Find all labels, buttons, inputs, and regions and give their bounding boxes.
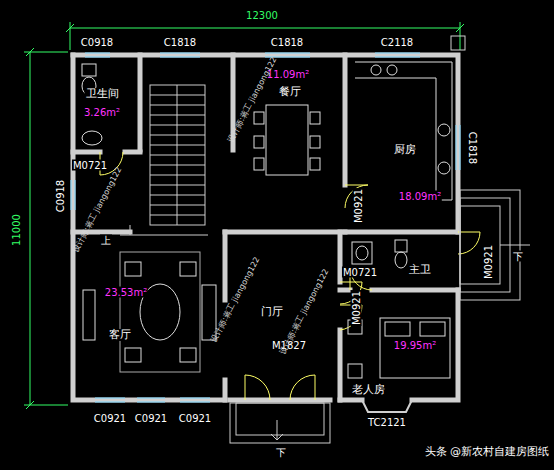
room-name: 主卫 bbox=[408, 264, 432, 276]
furniture bbox=[82, 62, 452, 378]
window-code: C1818 bbox=[163, 37, 197, 48]
room-name: 客厅 bbox=[108, 329, 132, 341]
door-code: M0721 bbox=[342, 267, 378, 278]
walls bbox=[73, 55, 458, 400]
room: 卫生间 3.26m² bbox=[76, 60, 140, 150]
room: 11.09m²餐厅 bbox=[236, 60, 344, 230]
window-code: TC2121 bbox=[367, 417, 407, 428]
room: 主卫 bbox=[343, 235, 456, 288]
room: 厨房 18.09m² bbox=[348, 60, 456, 230]
windows bbox=[71, 53, 460, 402]
door-code: M0921 bbox=[353, 188, 364, 224]
window-code: C0918 bbox=[80, 37, 114, 48]
room-name: 厨房 bbox=[393, 144, 417, 156]
window-code: C1818 bbox=[467, 131, 478, 165]
watermark: 设计师:蒋工 jiangong122 bbox=[209, 255, 262, 345]
room: 门厅 bbox=[228, 236, 338, 398]
window-code: C0921 bbox=[178, 413, 212, 424]
window-code: C1818 bbox=[270, 37, 304, 48]
door-code: M0921 bbox=[351, 290, 362, 326]
room-area: 19.95m² bbox=[393, 340, 437, 351]
window-code: C0921 bbox=[134, 413, 168, 424]
window-code: C0921 bbox=[93, 413, 127, 424]
room: 23.53m² 客厅 bbox=[76, 236, 224, 398]
room-area: 3.26m² bbox=[83, 107, 121, 118]
room-name: 餐厅 bbox=[278, 86, 302, 98]
watermark: 设计师:蒋工 jiangong122 bbox=[71, 165, 124, 255]
stair-mark: 下 bbox=[512, 251, 524, 262]
dimension-lines bbox=[24, 22, 464, 409]
window-code: C0918 bbox=[55, 179, 66, 213]
column bbox=[451, 36, 465, 50]
steps bbox=[230, 190, 530, 443]
room-area: 18.09m² bbox=[398, 191, 442, 202]
stair-mark: 上 bbox=[100, 235, 112, 246]
room-area: 23.53m² bbox=[104, 287, 148, 298]
stair-mark: 下 bbox=[275, 447, 287, 458]
room-name: 卫生间 bbox=[85, 88, 120, 100]
window-code: C2118 bbox=[380, 37, 414, 48]
staircase bbox=[120, 85, 208, 235]
door-code: M0921 bbox=[483, 244, 494, 280]
door-code: M0721 bbox=[72, 160, 108, 171]
dimension: 11000 bbox=[11, 213, 22, 247]
bay-window bbox=[362, 400, 412, 412]
watermark: 头条 @新农村自建房图纸 bbox=[424, 446, 551, 458]
dimension: 12300 bbox=[245, 10, 279, 21]
room-name: 门厅 bbox=[260, 306, 284, 318]
doors bbox=[100, 152, 480, 400]
room-name: 老人房 bbox=[351, 384, 386, 396]
